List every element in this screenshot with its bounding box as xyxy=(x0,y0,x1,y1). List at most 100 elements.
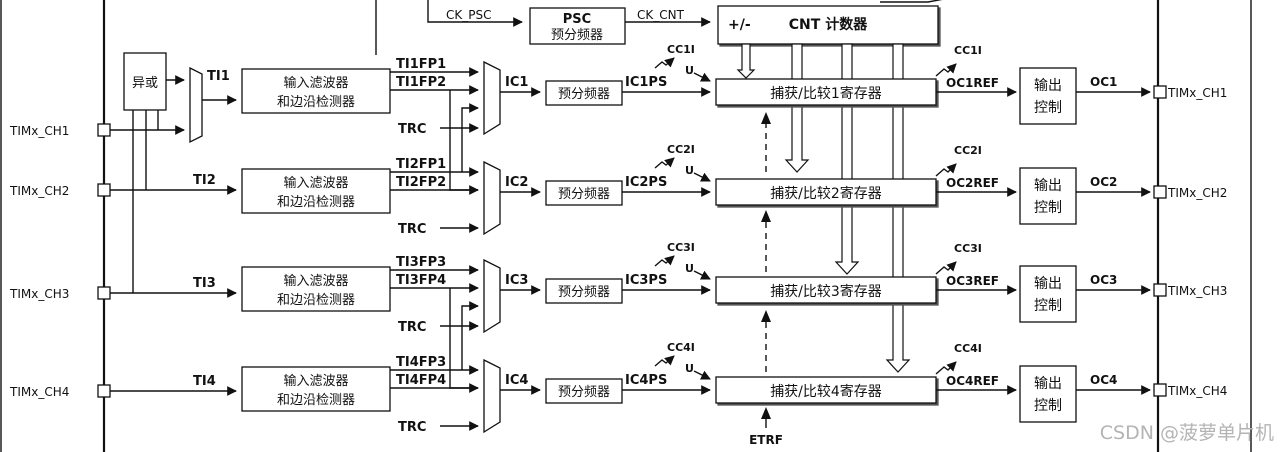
fp-a-label-1: TI1FP1 xyxy=(396,57,446,72)
u-label-4: U xyxy=(685,362,694,375)
prescaler-box-1 xyxy=(545,80,623,106)
output-pin-4 xyxy=(1153,383,1167,397)
trc-label-4: TRC xyxy=(398,420,426,435)
input-filter-line2-4: 和边沿检测器 xyxy=(277,393,355,408)
output-control-line1-4: 输出 xyxy=(1034,376,1062,392)
output-pin-2 xyxy=(1153,185,1167,199)
cnt-top-link xyxy=(880,0,943,3)
ic-select-mux-2 xyxy=(483,160,501,236)
cci-in-label-3: CC3I xyxy=(667,241,695,254)
cci-out-label-2: CC2I xyxy=(954,144,982,157)
input-filter-line2-3: 和边沿检测器 xyxy=(277,293,355,308)
ck-psc-line xyxy=(427,0,523,27)
input-filter-box-1 xyxy=(241,68,391,114)
input-filter-box-2 xyxy=(241,168,391,214)
xor-gate-label: 异或 xyxy=(132,76,158,91)
dash-arrowhead-2 xyxy=(761,210,771,222)
cnt-counter-box xyxy=(717,5,939,45)
output-control-box-4 xyxy=(1019,365,1077,423)
input-pin-label-1: TIMx_CH1 xyxy=(9,124,69,138)
prescaler-label-4: 预分频器 xyxy=(558,385,610,400)
output-control-box-2 xyxy=(1019,167,1077,225)
csdn-watermark: CSDN @菠萝单片机 xyxy=(1099,422,1274,444)
input-filter-box-4 xyxy=(241,366,391,412)
cnt-to-reg2-arrow xyxy=(784,43,810,173)
fp-b-label-4: TI4FP4 xyxy=(396,373,446,388)
cci-out-signal-3 xyxy=(935,261,957,275)
input-pin-4 xyxy=(97,384,111,398)
cci-in-signal-2 xyxy=(654,157,675,169)
trc-label-3: TRC xyxy=(398,320,426,335)
cci-out-label-4: CC4I xyxy=(954,342,982,355)
input-filter-line2-1: 和边沿检测器 xyxy=(277,95,355,110)
ti-label-4: TI4 xyxy=(193,374,216,389)
psc-prescaler-box xyxy=(529,7,626,45)
prescaler-box-4 xyxy=(545,378,623,404)
cci-out-label-3: CC3I xyxy=(954,242,982,255)
cc-register-label-4: 捕获/比较4寄存器 xyxy=(770,383,882,400)
output-pin-label-2: TIMx_CH2 xyxy=(1167,186,1227,200)
fp-b-label-3: TI3FP4 xyxy=(396,273,446,288)
output-control-line1-1: 输出 xyxy=(1034,78,1062,94)
cc-register-box-1 xyxy=(715,78,937,106)
dash-arrowhead-1 xyxy=(761,112,771,124)
u-label-2: U xyxy=(685,164,694,177)
oc-label-3: OC3 xyxy=(1090,273,1117,287)
output-control-box-3 xyxy=(1019,265,1077,323)
cci-out-signal-1 xyxy=(935,63,957,77)
input-filter-line2-2: 和边沿检测器 xyxy=(277,195,355,210)
cci-out-signal-4 xyxy=(935,361,957,375)
cnt-title: CNT 计数器 xyxy=(789,16,868,33)
output-pin-label-3: TIMx_CH3 xyxy=(1167,284,1227,298)
input-filter-line1-3: 输入滤波器 xyxy=(283,273,348,289)
ic-label-4: IC4 xyxy=(505,373,528,388)
ic-select-mux-4 xyxy=(483,358,501,434)
ocref-label-3: OC3REF xyxy=(946,274,999,288)
u-line-3 xyxy=(693,270,711,280)
ic-label-3: IC3 xyxy=(505,273,528,288)
cci-out-signal-2 xyxy=(935,163,957,177)
cci-in-signal-4 xyxy=(654,355,675,367)
cc-register-label-2: 捕获/比较2寄存器 xyxy=(770,185,882,202)
input-pin-1 xyxy=(97,123,111,137)
input-filter-line1-4: 输入滤波器 xyxy=(283,373,348,389)
etrf-arrowhead xyxy=(761,407,771,419)
input-pin-label-4: TIMx_CH4 xyxy=(9,385,69,399)
u-line-1 xyxy=(693,72,711,82)
cross-link-3-down xyxy=(449,288,478,389)
cc-register-box-4 xyxy=(715,376,937,404)
prescaler-label-2: 预分频器 xyxy=(558,187,610,202)
input-filter-line1-1: 输入滤波器 xyxy=(283,75,348,91)
icps-label-3: IC3PS xyxy=(625,273,667,288)
output-pin-label-1: TIMx_CH1 xyxy=(1167,86,1227,100)
output-control-line2-2: 控制 xyxy=(1034,200,1062,216)
fp-a-label-4: TI4FP3 xyxy=(396,355,446,370)
cross-link-3-up xyxy=(461,301,479,370)
input-pin-2 xyxy=(97,183,111,197)
output-control-line2-4: 控制 xyxy=(1034,398,1062,414)
output-control-line1-2: 输出 xyxy=(1034,178,1062,194)
cc-register-box-3 xyxy=(715,276,937,304)
ck-cnt-label: CK_CNT xyxy=(637,8,685,22)
ocref-label-1: OC1REF xyxy=(946,76,999,90)
ic-select-mux-1 xyxy=(483,60,501,136)
cci-in-label-2: CC2I xyxy=(667,143,695,156)
psc-title: PSC xyxy=(563,12,591,27)
ic-label-1: IC1 xyxy=(505,75,528,90)
etrf-label: ETRF xyxy=(749,433,783,447)
fp-b-label-2: TI2FP2 xyxy=(396,175,446,190)
icps-label-2: IC2PS xyxy=(625,175,667,190)
cci-in-label-1: CC1I xyxy=(667,43,695,56)
psc-subtitle: 预分频器 xyxy=(551,28,603,43)
u-line-4 xyxy=(693,370,711,380)
ocref-label-2: OC2REF xyxy=(946,176,999,190)
prescaler-box-3 xyxy=(545,278,623,304)
oc-label-2: OC2 xyxy=(1090,175,1117,189)
oc-label-4: OC4 xyxy=(1090,373,1117,387)
xor-gate-box xyxy=(123,52,167,111)
cnt-direction-label: +/- xyxy=(728,17,751,33)
ti-label-2: TI2 xyxy=(193,173,216,188)
trc-label-1: TRC xyxy=(398,122,426,137)
ic-select-mux-3 xyxy=(483,258,501,334)
